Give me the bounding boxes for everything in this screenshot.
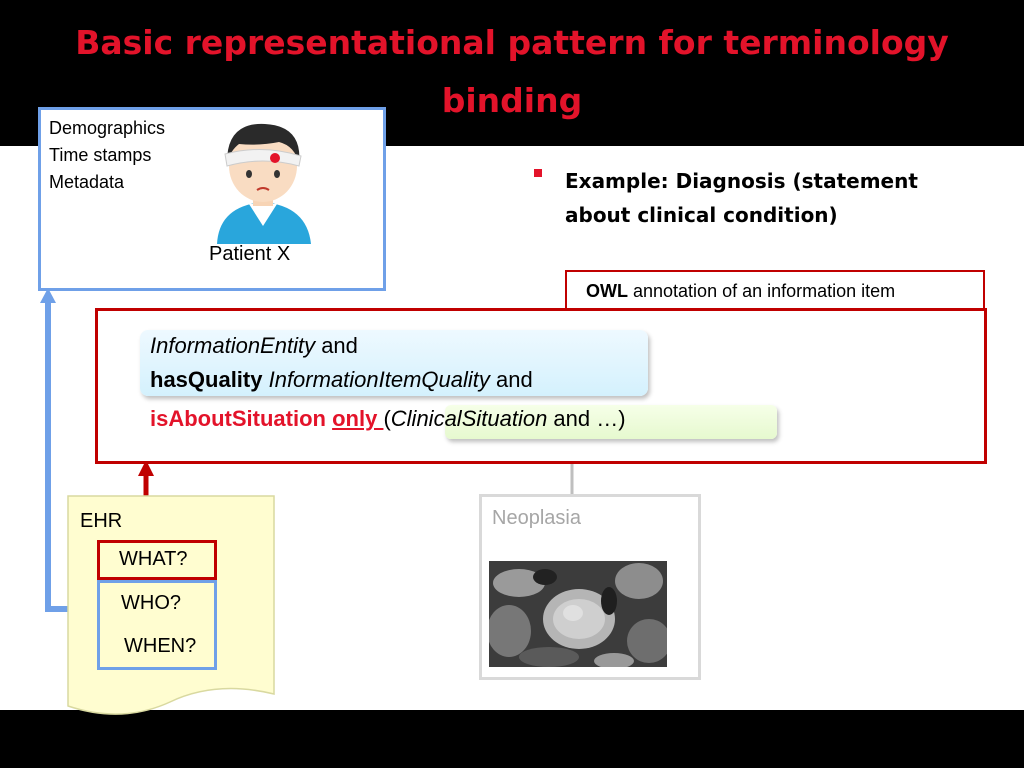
bullet-square-icon [534,169,542,177]
information-entity-highlight [140,330,648,396]
patient-icon [217,123,311,244]
information-item-quality-term: InformationItemQuality [262,367,490,392]
what-label: WHAT? [119,548,188,570]
slide-title: Basic representational pattern for termi… [75,23,949,120]
paren-open: ( [383,406,391,431]
owl-keyword: OWL [586,281,628,301]
red-arrow-head [138,460,154,476]
neoplasia-label: Neoplasia [492,507,581,529]
has-quality-term: hasQuality [150,367,263,392]
who-label: WHO? [121,592,181,614]
is-about-situation-term: isAboutSituation [150,406,326,431]
expression-line-2: hasQuality InformationItemQuality and [150,367,533,393]
patient-line-timestamps: Time stamps [49,145,152,165]
and-ellipsis: and …) [547,406,626,431]
and-keyword-1: and [315,333,358,358]
blue-arrow-head [40,288,56,303]
information-entity-term: InformationEntity [150,333,316,358]
when-label: WHEN? [124,635,197,657]
neoplasia-micrograph-image [489,561,667,667]
expression-line-3: isAboutSituation only (ClinicalSituation… [150,406,626,432]
bottom-bar [0,710,1024,768]
neoplasia-box: Neoplasia [479,494,701,680]
patient-metadata: Demographics Time stamps Metadata [49,115,165,196]
ehr-label: EHR [80,510,123,532]
clinical-situation-term: ClinicalSituation [390,406,548,431]
only-keyword: only [332,406,384,431]
who-when-box: WHO? WHEN? [97,580,217,670]
owl-annotation-text: OWL annotation of an information item [586,281,895,302]
patient-line-metadata: Metadata [49,172,125,192]
and-keyword-2: and [489,367,533,392]
clinical-situation-highlight [445,405,777,439]
patient-box: Demographics Time stamps Metadata Patien… [38,107,386,291]
what-box: WHAT? [97,540,217,580]
patient-name: Patient X [209,243,291,265]
owl-annotation-rest: annotation of an information item [628,281,896,301]
patient-line-demographics: Demographics [49,118,166,138]
expression-line-1: InformationEntity and [150,333,358,359]
owl-annotation-box: OWL annotation of an information item [565,270,985,310]
example-bullet-text: Example: Diagnosis (statement about clin… [565,169,918,227]
